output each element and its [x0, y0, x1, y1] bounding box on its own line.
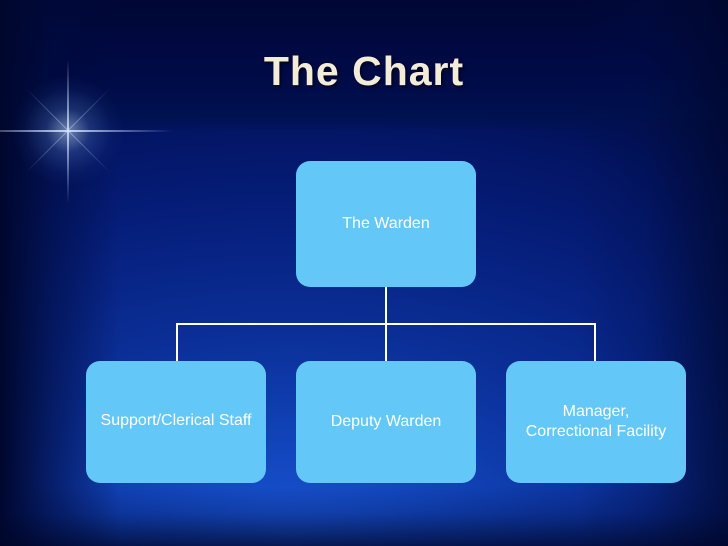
org-node-warden-label: The Warden — [342, 215, 430, 232]
manager-label-line-2: Correctional Facility — [525, 423, 667, 440]
org-node-support-clerical-staff-label: Support/Clerical Staff — [100, 412, 252, 429]
connector-drop-manager — [594, 323, 596, 361]
org-node-support-clerical-staff[interactable]: Support/Clerical Staff — [86, 361, 266, 483]
org-node-warden[interactable]: The Warden — [296, 161, 476, 287]
org-node-deputy-warden[interactable]: Deputy Warden — [296, 361, 476, 483]
org-node-manager-correctional-facility[interactable]: Manager, Correctional Facility — [506, 361, 686, 483]
org-node-deputy-warden-label: Deputy Warden — [330, 413, 442, 430]
org-node-manager-correctional-facility-label: Manager, Correctional Facility — [526, 402, 666, 442]
page-title: The Chart — [263, 48, 465, 94]
connector-warden-stem — [385, 287, 387, 324]
flare-ray-horizontal — [0, 130, 173, 132]
connector-drop-deputy — [385, 323, 387, 361]
manager-label-line-1: Manager, — [562, 403, 630, 420]
connector-drop-support — [176, 323, 178, 361]
background-bottom-shade — [0, 486, 728, 546]
